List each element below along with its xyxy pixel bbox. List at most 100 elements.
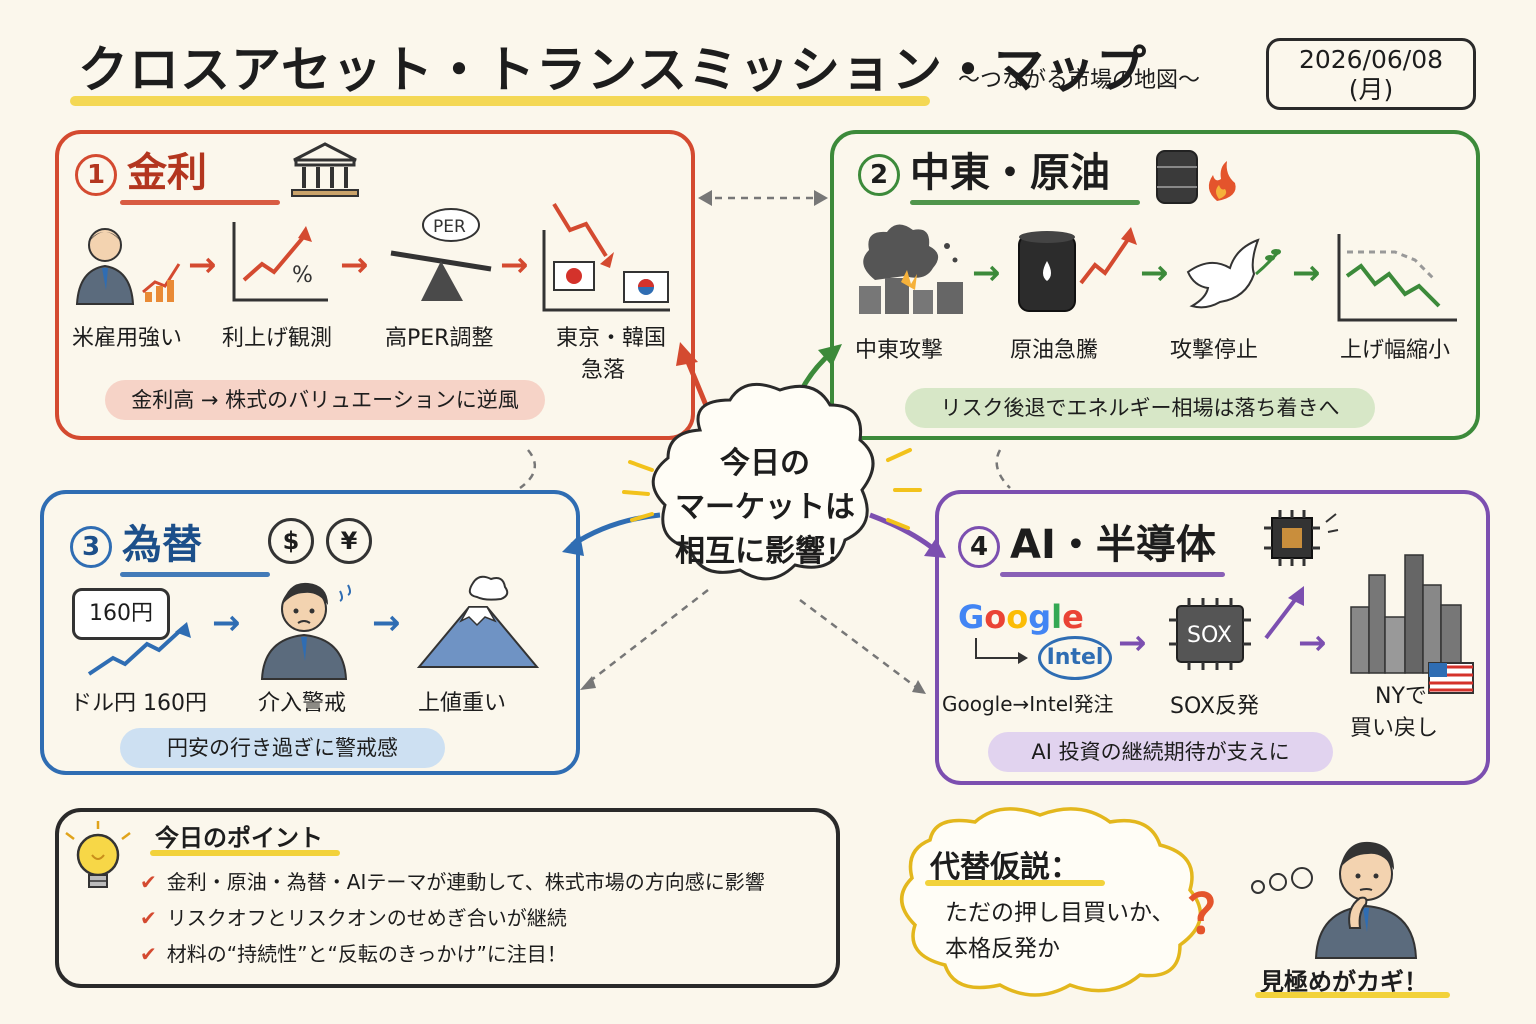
rates-underline bbox=[120, 200, 280, 205]
oil-step-3: 攻撃停止 bbox=[1170, 338, 1259, 363]
oil-arrow-1: → bbox=[972, 253, 1001, 293]
rates-summary: 金利高 → 株式のバリュエーションに逆風 bbox=[105, 380, 545, 420]
tokyo-korea-drop-icon bbox=[542, 202, 670, 312]
bank-icon bbox=[291, 142, 359, 197]
check-icon: ✔ bbox=[140, 870, 157, 894]
rates-panel bbox=[55, 130, 695, 440]
ai-arrow-1: → bbox=[1118, 623, 1147, 663]
fx-step-3: 上値重い bbox=[418, 691, 507, 716]
point-item-3: ✔ 材料の“持続性”と“反転のきっかけ”に注目！ bbox=[140, 938, 567, 967]
rates-step-1: 米雇用強い bbox=[72, 326, 183, 351]
cloud-ai-link bbox=[799, 599, 921, 691]
sox-chip-icon: SOX bbox=[1169, 598, 1251, 670]
google-logo: Google bbox=[958, 598, 1084, 636]
chip-icon bbox=[1264, 510, 1339, 566]
ai-step-1: Google→Intel発注 bbox=[942, 692, 1114, 716]
rates-title: 金利 bbox=[127, 150, 207, 196]
oil-panel bbox=[830, 130, 1480, 440]
ai-step-3: NYで bbox=[1375, 684, 1427, 709]
ai-arrow-2: → bbox=[1298, 623, 1327, 663]
cloud-fx-link bbox=[584, 589, 709, 686]
alternative-line-1: ただの押し目買いか、 bbox=[945, 900, 1175, 926]
point-text-3: 材料の“持続性”と“反転のきっかけ”に注目！ bbox=[166, 942, 567, 966]
oil-arrow-2: → bbox=[1140, 253, 1169, 293]
oil-surge-icon bbox=[1018, 227, 1137, 312]
middle-east-attack-icon bbox=[859, 224, 963, 314]
check-icon: ✔ bbox=[140, 942, 157, 966]
ai-panel bbox=[935, 490, 1490, 785]
oil-step-2: 原油急騰 bbox=[1010, 338, 1099, 363]
per-seesaw-icon: PER bbox=[390, 208, 492, 301]
sox-rebound-arrow-icon bbox=[1264, 586, 1304, 640]
rates-arrow-3: → bbox=[500, 245, 529, 285]
ai-number: 4 bbox=[958, 526, 1000, 568]
sparkle-lines bbox=[622, 448, 922, 530]
peace-dove-icon bbox=[1186, 238, 1282, 309]
oil-arrow-3: → bbox=[1292, 253, 1321, 293]
rates-arrow-1: → bbox=[188, 245, 217, 285]
oil-step-1: 中東攻撃 bbox=[855, 338, 944, 363]
alternative-title: 代替仮説： bbox=[930, 850, 1080, 885]
thought-dot-1 bbox=[1251, 880, 1265, 894]
point-text-1: 金利・原油・為替・AIテーマが連動して、株式市場の方向感に影響 bbox=[166, 870, 765, 894]
thought-dot-3 bbox=[1291, 867, 1313, 889]
weekday-text: (月) bbox=[1348, 75, 1394, 104]
check-icon: ✔ bbox=[140, 906, 157, 930]
center-message: 今日の マーケットは 相互に影響！ bbox=[660, 442, 870, 574]
points-title: 今日のポイント bbox=[155, 824, 323, 852]
points-panel bbox=[55, 808, 840, 988]
oil-number: 2 bbox=[858, 154, 900, 196]
ai-underline bbox=[1000, 572, 1225, 577]
points-underline bbox=[150, 850, 340, 856]
fx-panel bbox=[40, 490, 580, 775]
date-text: 2026/06/08 bbox=[1298, 45, 1444, 74]
page-subtitle: ～つながる市場の地図～ bbox=[958, 68, 1201, 93]
per-label: PER bbox=[433, 217, 466, 237]
rates-step-2: 利上げ観測 bbox=[222, 326, 333, 351]
ny-skyline-icon bbox=[1350, 554, 1474, 694]
rates-number: 1 bbox=[75, 154, 117, 196]
alternative-cloud bbox=[900, 807, 1203, 997]
point-item-1: ✔ 金利・原油・為替・AIテーマが連動して、株式市場の方向感に影響 bbox=[140, 866, 765, 895]
sox-label: SOX bbox=[1187, 623, 1232, 648]
alternative-line-2: 本格反発か bbox=[945, 936, 1060, 962]
point-item-2: ✔リスクオフとリスクオンのせめぎ合いが継続 bbox=[140, 902, 567, 931]
fx-title: 為替 bbox=[122, 522, 202, 568]
fx-arrow-2: → bbox=[372, 603, 401, 643]
fx-arrow-1: → bbox=[212, 603, 241, 643]
ai-title: AI・半導体 bbox=[1010, 522, 1216, 568]
fx-step-1: ドル円 160円 bbox=[70, 691, 207, 716]
rate-rise-chart-icon: % bbox=[232, 222, 328, 302]
center-line-3: 相互に影響！ bbox=[675, 534, 855, 569]
center-cloud bbox=[651, 382, 875, 581]
gain-narrowing-chart-icon bbox=[1337, 234, 1457, 322]
percent-sign: % bbox=[292, 263, 313, 288]
key-message: 見極めがカギ！ bbox=[1260, 968, 1428, 996]
google-to-intel-arrow-icon bbox=[975, 638, 1028, 664]
rates-step-3: 高PER調整 bbox=[385, 326, 494, 351]
dollar-icon: $ bbox=[268, 518, 314, 564]
cloud-to-fx-arrow bbox=[570, 512, 661, 548]
worried-man-icon bbox=[260, 582, 351, 680]
lightbulb-icon bbox=[65, 821, 131, 888]
thinking-man-icon bbox=[1314, 841, 1418, 959]
alternative-text: ただの押し目買いか、 本格反発か bbox=[945, 895, 1175, 967]
oil-title: 中東・原油 bbox=[910, 150, 1110, 196]
usdjpy-rise-chart-icon bbox=[87, 622, 191, 676]
rates-step-5: 急落 bbox=[581, 358, 626, 383]
intel-logo: Intel bbox=[1038, 636, 1112, 680]
fx-underline bbox=[120, 572, 270, 577]
oil-ai-link bbox=[995, 449, 1011, 489]
yen-icon: ¥ bbox=[326, 518, 372, 564]
alternative-underline bbox=[925, 880, 1105, 886]
title-underline bbox=[70, 96, 930, 106]
thought-dot-2 bbox=[1269, 873, 1287, 891]
rates-arrow-2: → bbox=[340, 245, 369, 285]
rates-fx-link bbox=[519, 449, 537, 490]
rates-step-4: 東京・韓国 bbox=[556, 326, 667, 351]
oil-underline bbox=[910, 200, 1140, 205]
